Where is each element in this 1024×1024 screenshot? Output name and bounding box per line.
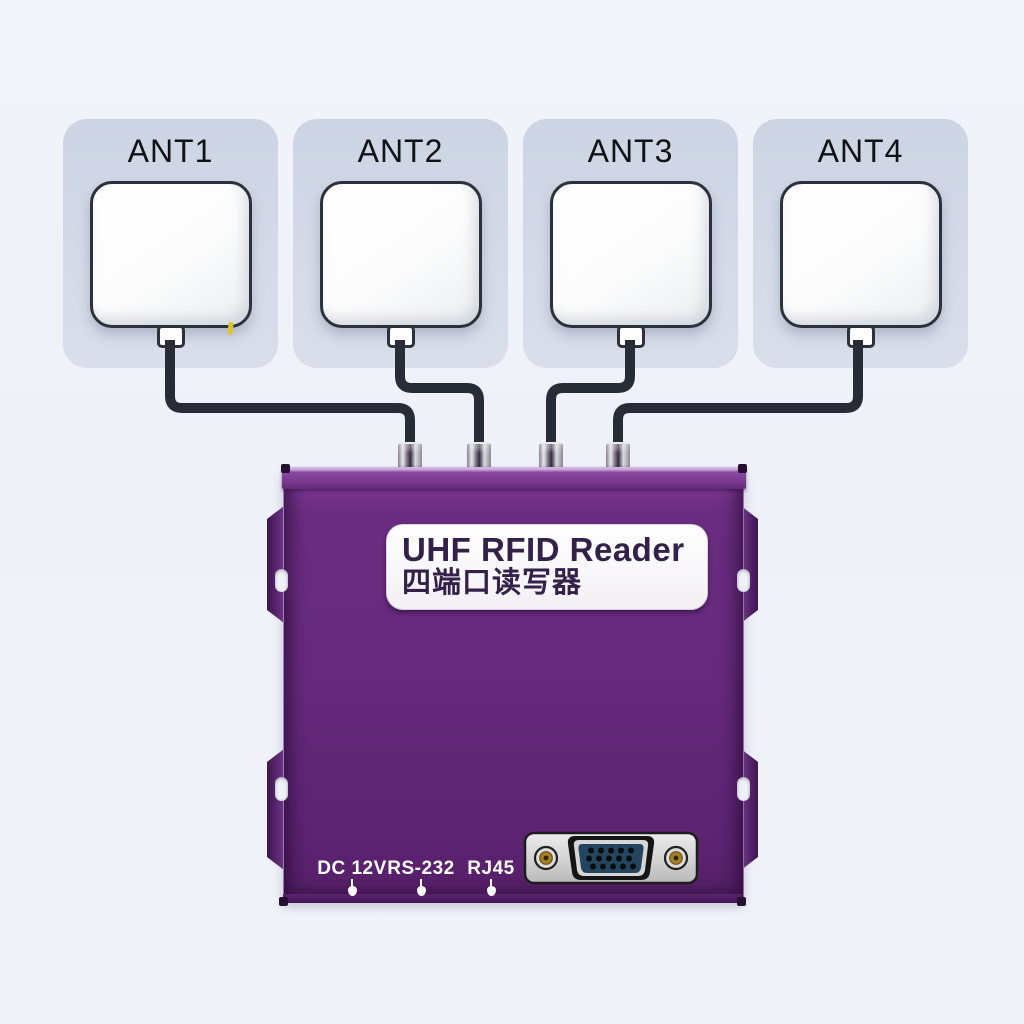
down-arrow-icon — [347, 879, 357, 897]
db15-connector-icon — [523, 831, 699, 885]
antenna-label: ANT2 — [357, 133, 444, 169]
corner-screw — [279, 897, 288, 906]
down-arrow-icon — [486, 879, 496, 897]
antenna-card-1: ANT1 — [63, 119, 278, 368]
cable-ant4 — [613, 340, 863, 452]
port-label-rj45: RJ45 — [467, 858, 515, 879]
down-arrow-icon — [416, 879, 426, 897]
corner-screw — [737, 897, 746, 906]
mounting-flange-icon — [741, 506, 758, 623]
antenna-label: ANT1 — [127, 133, 214, 169]
antenna-panel-icon — [779, 181, 942, 328]
antenna-label: ANT3 — [587, 133, 674, 169]
reader-nameplate: UHF RFID Reader 四端口读写器 — [386, 524, 708, 610]
flange-slot — [737, 777, 750, 801]
corner-screw — [281, 464, 290, 473]
nameplate-title: UHF RFID Reader — [402, 531, 685, 568]
flange-slot — [275, 569, 288, 592]
cable-ant1 — [165, 340, 415, 452]
antenna-card-2: ANT2 — [293, 119, 508, 368]
port-label-dc12v: DC 12V — [317, 858, 387, 879]
flange-slot — [737, 569, 750, 592]
corner-screw — [738, 464, 747, 473]
antenna-label: ANT4 — [817, 133, 904, 169]
reader-top-edge — [282, 467, 746, 489]
antenna-card-4: ANT4 — [753, 119, 968, 368]
mounting-flange-icon — [267, 506, 284, 623]
cable-ant2 — [395, 340, 484, 452]
antenna-card-3: ANT3 — [523, 119, 738, 368]
port-label-rs232: RS-232 — [387, 858, 455, 879]
reader-bottom-edge — [283, 894, 742, 903]
cable-ant3 — [546, 340, 635, 452]
nameplate-subtitle: 四端口读写器 — [402, 567, 583, 599]
flange-slot — [275, 777, 288, 801]
